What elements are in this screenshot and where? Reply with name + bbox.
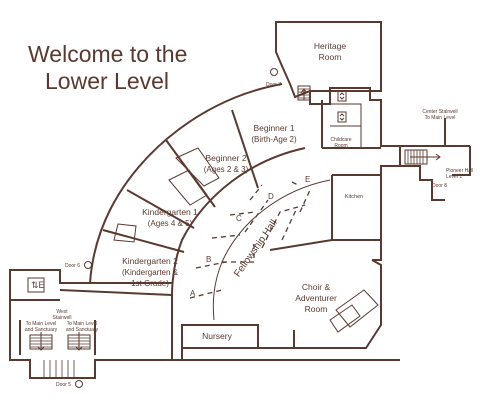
nursery-label: Nursery [202, 331, 233, 341]
center-stairwell-label: Center Stairwell [422, 109, 457, 115]
west-stairwell-right [67, 332, 91, 351]
fellowship-hall-label: Fellowship Hall [232, 218, 280, 279]
beginner2-sub: (Ages 2 & 3) [204, 165, 249, 174]
hall-marker-e: E [305, 175, 310, 184]
page-title-line1: Welcome to the [28, 41, 187, 67]
heritage-stairs [297, 85, 311, 101]
pioneer-hall-sub: Level 1 [446, 174, 462, 180]
west-stair-right-sub: and Sanctuary [66, 327, 99, 333]
west-stair-left-label: To Main Level [26, 321, 57, 327]
kinder2-sub-2: 1st Grade) [131, 279, 169, 288]
elevator-icon: ⇅E [31, 280, 45, 290]
center-stairwell [404, 149, 441, 165]
accessible-icon [270, 68, 278, 76]
kinder2-label: Kindergarten 2 [122, 256, 178, 266]
building-walls [9, 21, 471, 379]
kinder1-label: Kindergarten 1 [142, 207, 198, 217]
pioneer-hall-label: Pioneer Hall [446, 168, 473, 174]
choir-label-3: Room [305, 304, 328, 314]
hall-marker-a: A [190, 289, 196, 298]
childcare-label: Childcare [330, 137, 351, 143]
west-stairwell-label: West [56, 309, 68, 315]
hall-marker-c: C [236, 214, 242, 223]
fellowship-partitions [189, 181, 311, 299]
accessible-icon [84, 261, 92, 269]
choir-label: Choir & [302, 282, 331, 292]
hall-marker-d: D [268, 192, 274, 201]
heritage-room-label-2: Room [319, 52, 342, 62]
door6-label: Door 6 [65, 263, 80, 269]
door5-stairs [43, 360, 75, 378]
kinder2-sub: (Kindergarten & [122, 268, 179, 277]
kitchen-label: Kitchen [345, 194, 363, 200]
hall-marker-b: B [206, 255, 211, 264]
door7-label: Door 7 [266, 82, 281, 88]
west-stairwell-sub: Stairwell [53, 315, 72, 321]
door8-label: Door 8 [432, 183, 447, 189]
accessible-icon [75, 380, 83, 388]
center-stairwell-sub: To Main Level [425, 115, 456, 121]
door5-label: Door 5 [56, 382, 71, 388]
childcare-label-2: Room [334, 143, 347, 149]
beginner1-sub: (Birth-Age 2) [251, 135, 297, 144]
heritage-room-label: Heritage [314, 41, 346, 51]
west-stair-right-label: To Main Level [67, 321, 98, 327]
restroom-icon [337, 111, 347, 123]
beginner2-label: Beginner 2 [205, 153, 246, 163]
kinder1-sub: (Ages 4 & 5) [148, 219, 193, 228]
west-stairwell-left [29, 332, 53, 351]
page-title-line2: Lower Level [45, 68, 169, 94]
choir-label-2: Adventurer [295, 293, 337, 303]
west-stair-left-sub: and Sanctuary [25, 327, 58, 333]
elevator-icon [337, 90, 347, 102]
beginner1-label: Beginner 1 [253, 123, 294, 133]
childcare-icons [337, 90, 347, 123]
